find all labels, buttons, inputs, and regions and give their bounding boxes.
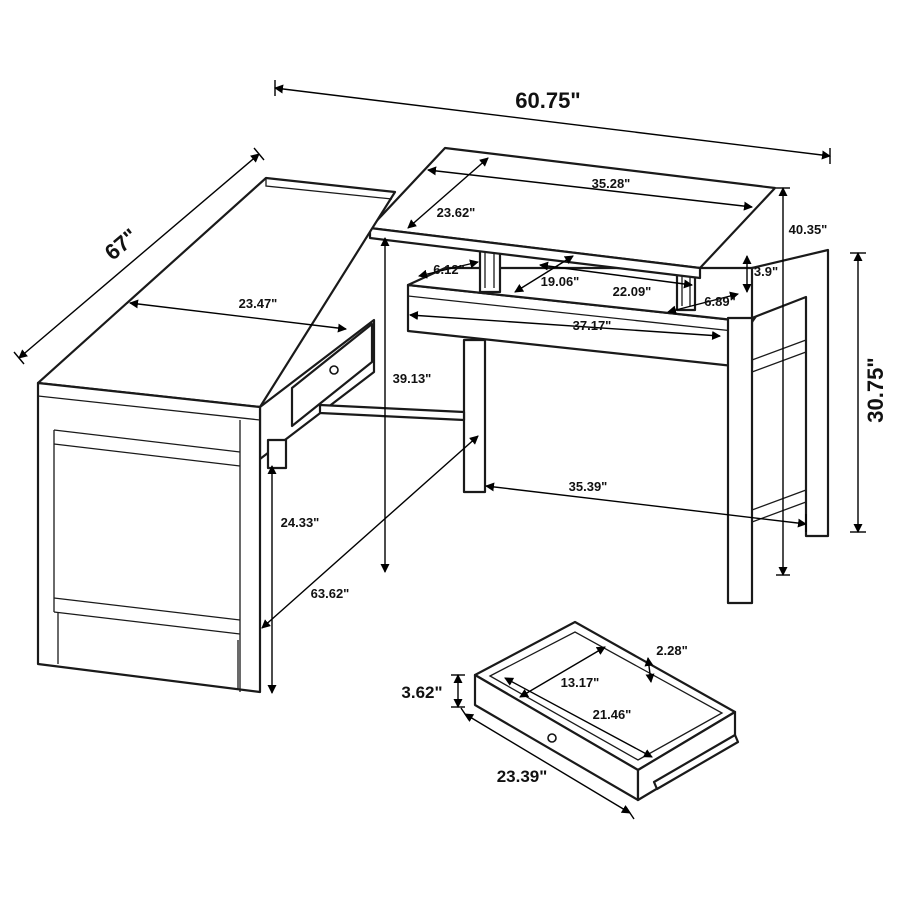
drawer-depth-label: 2.28" <box>656 643 687 658</box>
knee-height-label: 24.33" <box>281 515 320 530</box>
lift-mech-span-label: 19.06" <box>541 274 580 289</box>
lifted-height-label: 39.13" <box>393 371 432 386</box>
return-desk <box>36 176 466 694</box>
desk-height-label: 30.75" <box>863 357 888 422</box>
drawer-handle-icon <box>547 733 557 743</box>
return-drawer-front[interactable] <box>290 322 374 428</box>
drawer-height-label: 3.62" <box>401 683 442 702</box>
drawer-knob-icon[interactable] <box>329 365 339 375</box>
lift-top <box>368 146 777 280</box>
main-desk <box>406 248 830 605</box>
return-desk-back-leg <box>266 438 288 470</box>
legroom-width-label: 35.39" <box>569 479 608 494</box>
lift-mech-offset-label: 6.12" <box>433 262 464 277</box>
dimension-lines <box>13 80 866 820</box>
drawer-slide-rail <box>652 733 740 791</box>
return-top-width-label: 23.47" <box>239 296 278 311</box>
desk-inner-width-label: 37.17" <box>573 318 612 333</box>
main-desk-end-frame <box>750 248 830 538</box>
lift-side-label: 6.89" <box>704 294 735 309</box>
overall-width-label: 60.75" <box>515 88 580 113</box>
lift-top-width-label: 35.28" <box>592 176 631 191</box>
drawer-length-label: 23.39" <box>497 767 548 786</box>
return-length-label: 63.62" <box>311 586 350 601</box>
lift-height-label: 40.35" <box>789 222 828 237</box>
lift-top-depth-label: 23.62" <box>437 205 476 220</box>
return-desk-stretcher <box>318 403 466 422</box>
lift-gap-label: 3.9" <box>754 264 778 279</box>
main-desk-leg-front-right <box>726 316 754 605</box>
drawer-inner-width-label: 13.17" <box>561 675 600 690</box>
lift-mech-inner-label: 22.09" <box>613 284 652 299</box>
return-desk-front-panel <box>36 381 262 694</box>
main-desk-leg-front-left <box>462 338 487 494</box>
drawer-inner-length-label: 21.46" <box>593 707 632 722</box>
